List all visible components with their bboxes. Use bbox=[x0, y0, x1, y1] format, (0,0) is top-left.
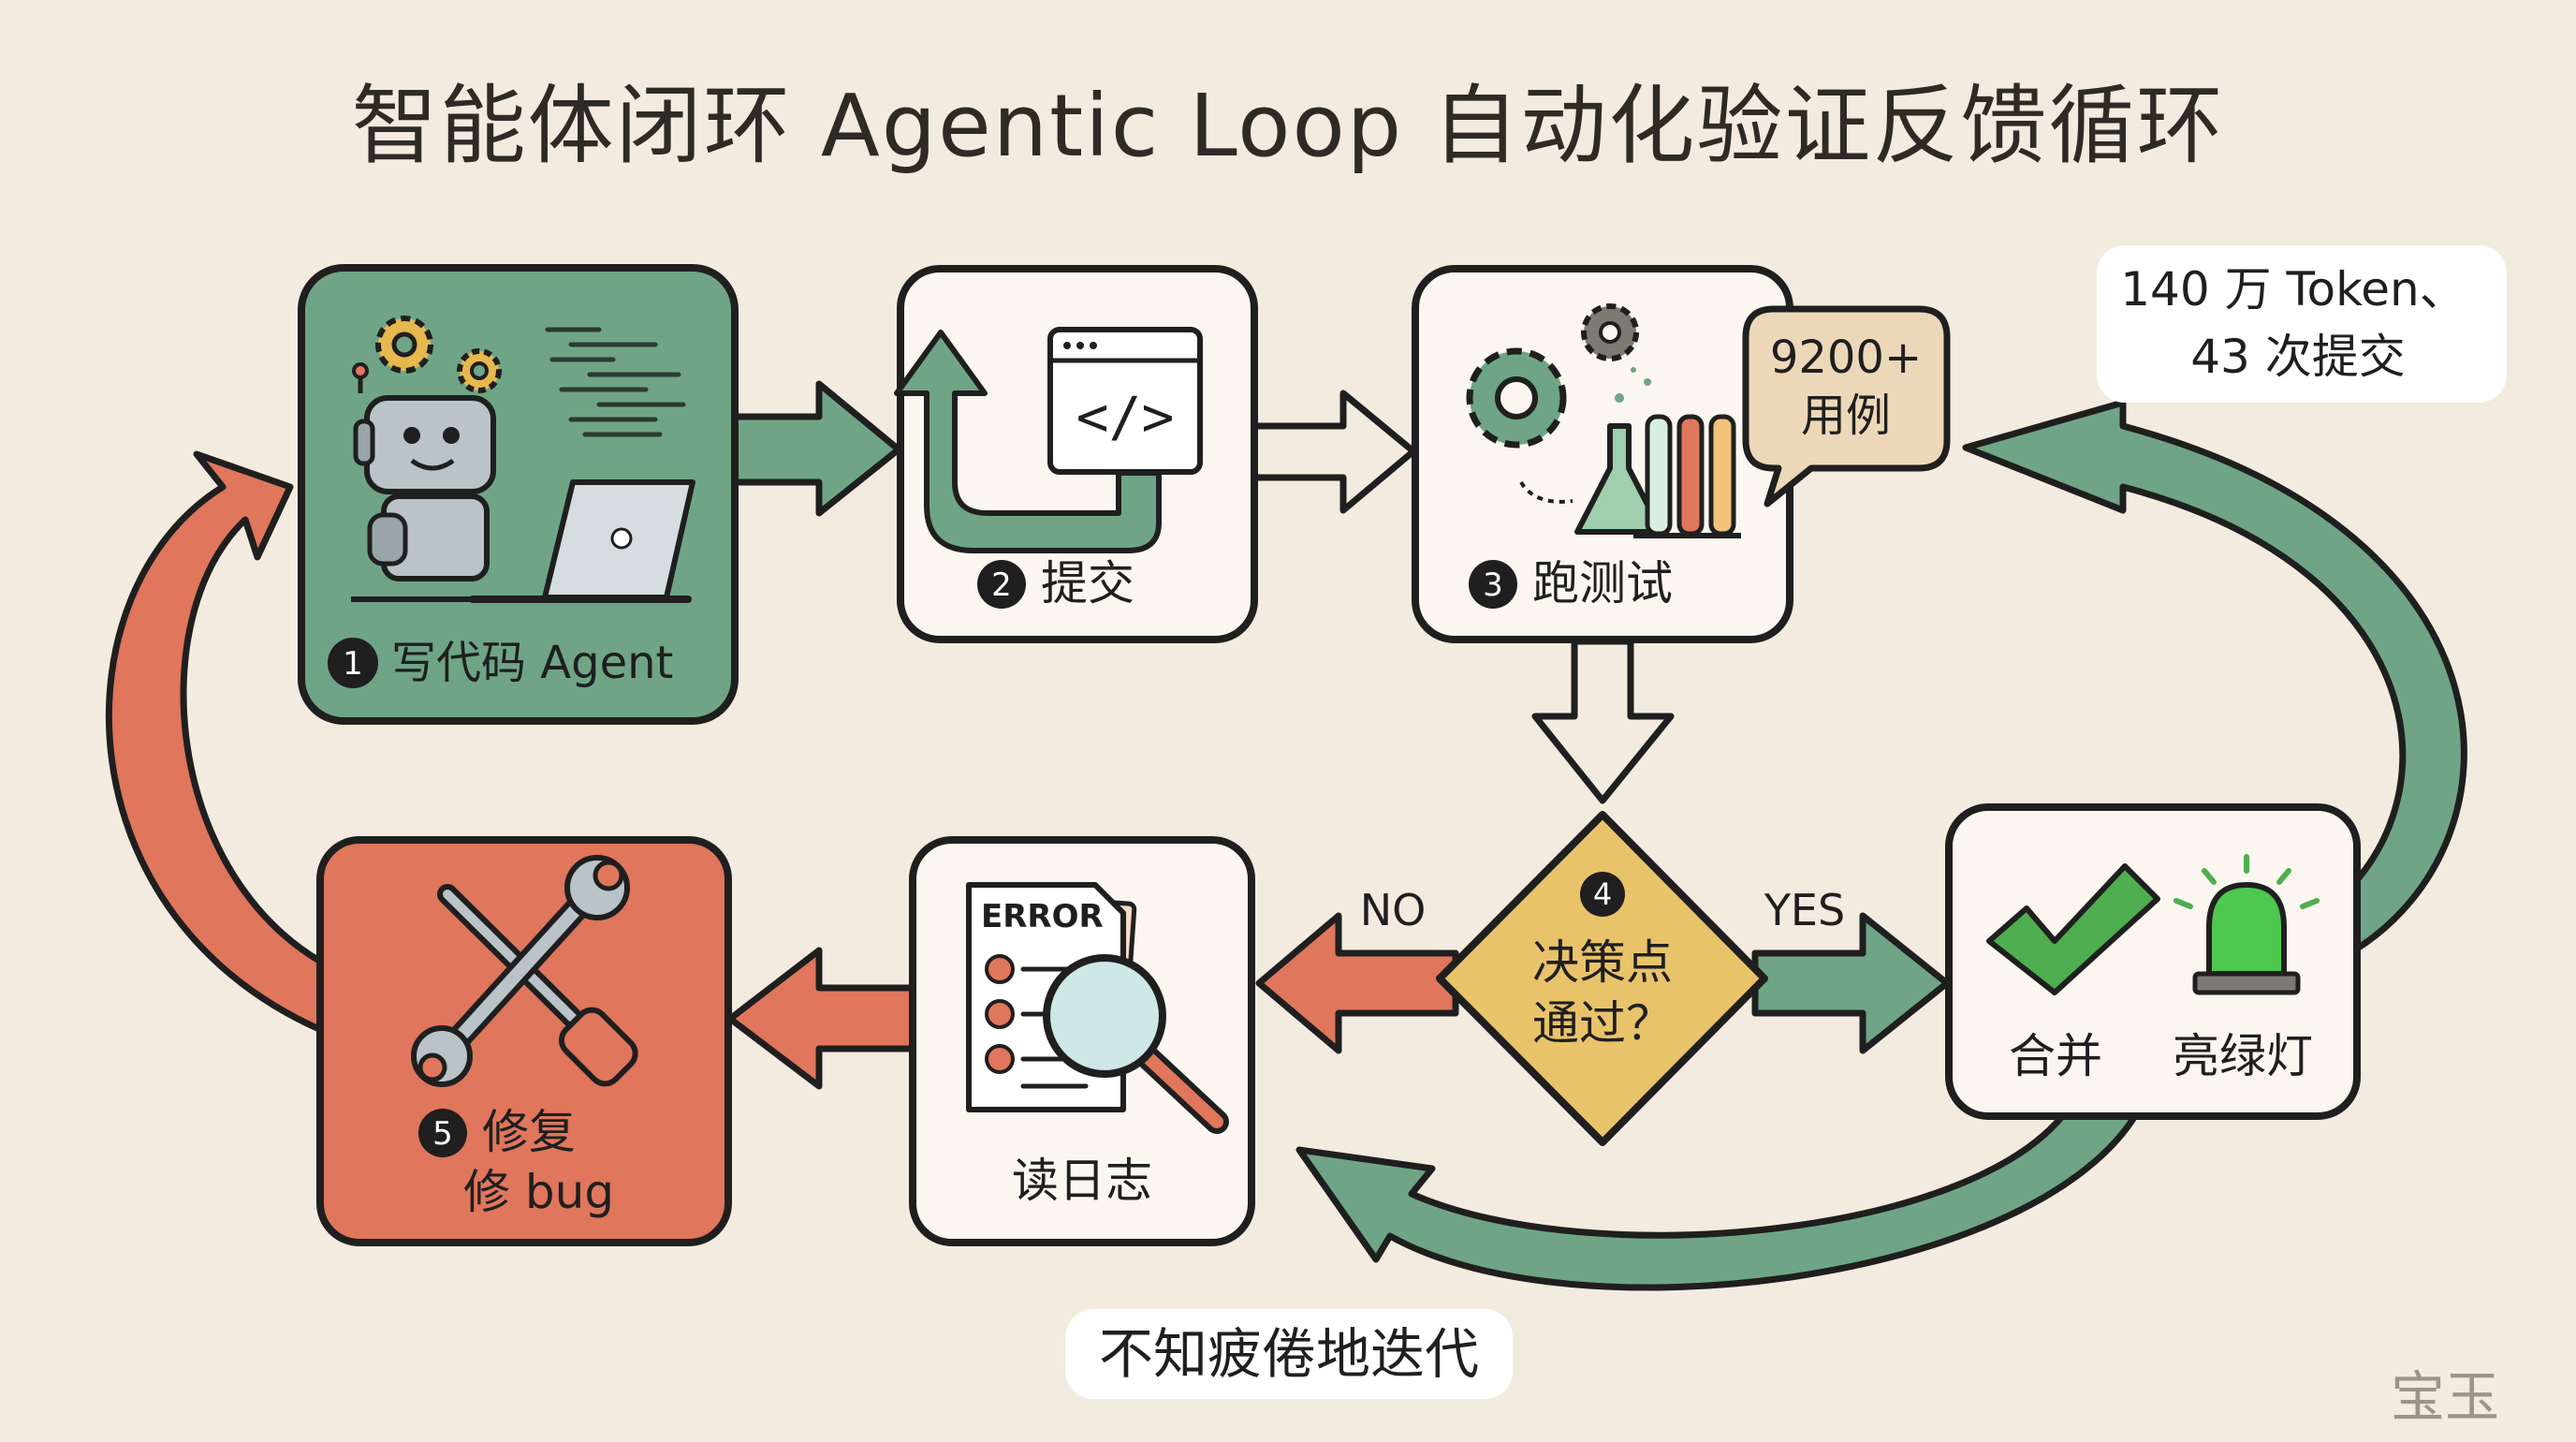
step-3-number: 3 bbox=[1483, 566, 1503, 604]
checkmark-icon bbox=[1986, 863, 2160, 995]
green-light-icon bbox=[2174, 854, 2320, 995]
step-2-label: 提交 bbox=[1041, 556, 1134, 611]
code-window-icon: </> bbox=[1047, 327, 1203, 475]
arrow-bottom-return bbox=[1295, 1096, 2143, 1291]
laptop-icon bbox=[351, 479, 695, 603]
arrow-logs-to-fix bbox=[726, 947, 916, 1090]
decision-point: 4 决策点 通过？ bbox=[1436, 811, 1768, 1146]
step-3-badge bbox=[1469, 560, 1517, 609]
test-count-bubble: 9200+ 用例 bbox=[1742, 305, 1951, 508]
magnifier-icon bbox=[1043, 954, 1229, 1134]
flow-arrow-icon bbox=[1519, 480, 1573, 504]
arrow-commit-to-tests bbox=[1251, 390, 1417, 514]
decision-question: 通过？ bbox=[1532, 996, 1673, 1051]
arrow-tests-to-decision bbox=[1531, 638, 1675, 804]
bottom-note-text: 不知疲倦地迭代 bbox=[1099, 1322, 1479, 1386]
decision-label: 决策点 bbox=[1532, 935, 1673, 990]
step-5-number: 5 bbox=[432, 1115, 453, 1153]
read-logs-label: 读日志 bbox=[1012, 1154, 1152, 1208]
arrow-merge-to-tests bbox=[1962, 399, 2467, 954]
commit-count: 43 次提交 bbox=[2190, 330, 2406, 384]
step-1-badge bbox=[328, 638, 378, 688]
page-title: 智能体闭环 Agentic Loop 自动化验证反馈循环 bbox=[351, 76, 2225, 176]
step-1-label: 写代码 Agent bbox=[391, 637, 673, 689]
watermark: 宝玉 bbox=[2391, 1365, 2499, 1429]
step-merge: 合并 亮绿灯 bbox=[1945, 803, 2361, 1120]
fix-label: 修复 bbox=[482, 1105, 576, 1159]
step-2-badge bbox=[977, 560, 1026, 609]
arrow-no-branch bbox=[1255, 912, 1459, 1054]
error-heading: ERROR bbox=[981, 898, 1104, 935]
test-count-unit: 用例 bbox=[1801, 390, 1891, 442]
stats-note: 140 万 Token、 43 次提交 bbox=[2097, 245, 2507, 403]
arrow-yes-branch bbox=[1751, 912, 1951, 1054]
no-branch-label: NO bbox=[1360, 885, 1427, 935]
step-read-logs: ERROR 读日志 bbox=[909, 836, 1255, 1246]
bottom-note: 不知疲倦地迭代 bbox=[1065, 1309, 1513, 1399]
gear-icon bbox=[375, 316, 502, 393]
step-4-badge bbox=[1580, 872, 1625, 917]
robot-icon bbox=[352, 362, 496, 581]
step-commit: </> 2 提交 bbox=[894, 265, 1258, 643]
merge-label: 合并 bbox=[2009, 1029, 2102, 1083]
code-lines-icon bbox=[545, 327, 686, 437]
green-light-label: 亮绿灯 bbox=[2173, 1029, 2313, 1083]
step-1-number: 1 bbox=[343, 645, 363, 683]
step-run-tests: 3 跑测试 bbox=[1412, 265, 1793, 643]
gear-icon bbox=[1466, 303, 1639, 449]
step-3-label: 跑测试 bbox=[1532, 556, 1673, 611]
flask-icon bbox=[1574, 367, 1741, 538]
step-fix: 5 修复 修 bug bbox=[316, 836, 732, 1246]
step-4-number: 4 bbox=[1593, 876, 1612, 912]
tools-icon bbox=[411, 855, 638, 1087]
step-2-number: 2 bbox=[991, 566, 1012, 604]
arrow-code-to-commit bbox=[731, 380, 902, 517]
token-count: 140 万 Token、 bbox=[2120, 262, 2466, 316]
fix-bug-label: 修 bug bbox=[463, 1165, 614, 1219]
step-write-code: 1 写代码 Agent bbox=[298, 264, 739, 725]
commit-arrow-icon bbox=[894, 330, 1162, 553]
step-5-badge bbox=[418, 1109, 467, 1157]
svg-text:</>: </> bbox=[1076, 385, 1175, 449]
yes-branch-label: YES bbox=[1764, 885, 1845, 935]
test-count-value: 9200+ bbox=[1770, 331, 1922, 384]
arrow-fix-to-code bbox=[105, 450, 359, 1038]
